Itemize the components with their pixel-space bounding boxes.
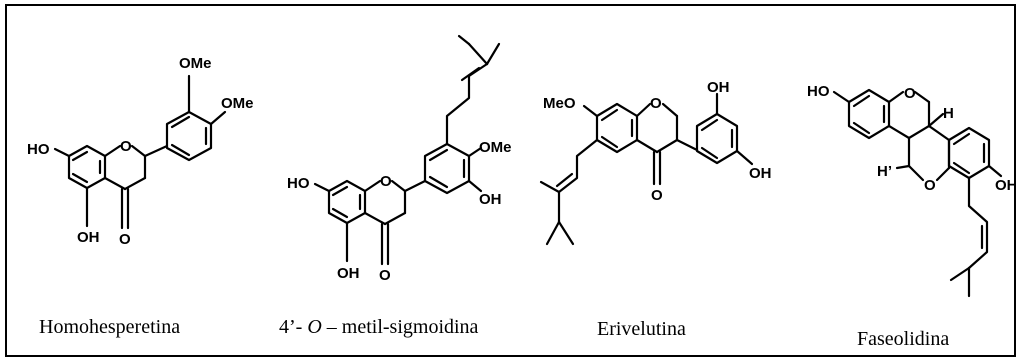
atom-label: OH bbox=[749, 165, 772, 182]
compound-name-sigmoidina: 4’- O – metil-sigmoidina bbox=[279, 316, 478, 339]
atom-label: OH bbox=[337, 265, 360, 282]
atom-label: O bbox=[650, 95, 662, 112]
structure-sigmoidina bbox=[313, 34, 501, 266]
atom-label: O bbox=[120, 138, 132, 155]
compound-name-homohesperetina: Homohesperetina bbox=[39, 316, 181, 338]
atom-label: HO bbox=[807, 83, 830, 100]
atom-label: HO bbox=[287, 175, 310, 192]
atom-label: OH bbox=[77, 229, 100, 246]
atom-label: OMe bbox=[479, 139, 512, 156]
structure-erivelutina bbox=[539, 92, 754, 246]
atom-label: O bbox=[651, 187, 663, 204]
atom-label: H’ bbox=[877, 163, 892, 180]
atom-label: MeO bbox=[543, 95, 576, 112]
atom-label: OH bbox=[995, 177, 1014, 194]
atom-label: H bbox=[943, 105, 954, 122]
structure-homohesperetina bbox=[53, 74, 227, 230]
atom-label: O bbox=[924, 177, 936, 194]
atom-label: OMe bbox=[179, 55, 212, 72]
compound-name-erivelutina: Erivelutina bbox=[597, 318, 686, 340]
name-italic-o: O bbox=[307, 316, 322, 338]
compound-name-faseolidina: Faseolidina bbox=[857, 328, 950, 350]
chemical-structures: OMe OMe HO O OH O OMe HO O OH OH O MeO O… bbox=[27, 34, 1014, 298]
atom-label: O bbox=[379, 267, 391, 284]
atom-label: OMe bbox=[221, 95, 254, 112]
atom-label: OH bbox=[707, 79, 730, 96]
atom-label: O bbox=[380, 173, 392, 190]
structure-faseolidina bbox=[832, 88, 1003, 298]
atom-label: HO bbox=[27, 141, 50, 158]
atom-label: O bbox=[904, 85, 916, 102]
name-suffix: – metil-sigmoidina bbox=[321, 316, 479, 338]
atom-label: O bbox=[119, 231, 131, 248]
atom-label: OH bbox=[479, 191, 502, 208]
figure-frame: OMe OMe HO O OH O OMe HO O OH OH O MeO O… bbox=[5, 4, 1016, 357]
name-prefix: 4’- bbox=[279, 316, 308, 338]
